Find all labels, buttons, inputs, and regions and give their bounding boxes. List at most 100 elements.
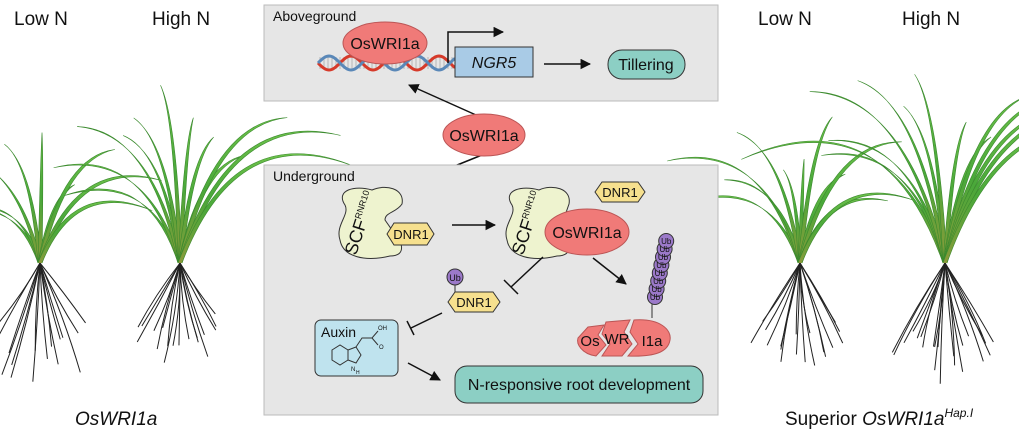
root: [762, 262, 801, 322]
tillering-label: Tillering: [618, 57, 673, 74]
right-caption-gene: OsWRI1a: [862, 409, 944, 430]
rice-plant: [0, 132, 162, 382]
ub-circles: [647, 233, 675, 305]
left-low-n-label: Low N: [14, 9, 68, 30]
rice-plant: [667, 116, 915, 366]
root: [799, 262, 816, 366]
dnr1-bound: DNR1: [386, 222, 435, 246]
root: [39, 262, 64, 338]
root: [903, 262, 946, 344]
root: [750, 262, 801, 344]
ub-on-dnr1: [446, 268, 464, 286]
root: [765, 262, 801, 331]
fragment-1-label: Os: [580, 333, 599, 350]
root: [939, 262, 946, 384]
dnr1-bound-label: DNR1: [393, 227, 428, 242]
root: [944, 262, 970, 337]
inhibit-dnr1-line: [510, 256, 544, 288]
underground-title: Underground: [273, 168, 355, 184]
root: [944, 262, 964, 346]
arrow-to-degradation: [592, 257, 627, 285]
ub-label: Ub: [659, 245, 670, 254]
dnr1-released: DNR1: [594, 181, 646, 203]
arrow-to-root-development: [407, 362, 441, 381]
right-low-n-label: Low N: [758, 9, 812, 30]
leaf: [160, 85, 183, 264]
inhibit-dnr1-bar: [503, 279, 519, 295]
root: [795, 262, 801, 335]
tillering-box: [607, 49, 686, 80]
leaf: [857, 80, 948, 264]
left-high-n-label: High N: [152, 9, 210, 30]
leaf: [821, 153, 948, 264]
leaf: [942, 99, 1019, 264]
root: [179, 262, 216, 315]
dnr1-ubiquitinated-label: DNR1: [456, 295, 491, 310]
oswri1a-complex: [544, 208, 630, 256]
ngr5-label: NGR5: [472, 55, 517, 72]
root: [799, 262, 834, 348]
leaf: [123, 135, 183, 264]
ub-label: Ub: [651, 285, 662, 294]
root: [32, 262, 41, 382]
oswri1a-center: [442, 113, 526, 157]
leaf: [77, 126, 183, 264]
auxin-label: Auxin: [321, 324, 356, 340]
root: [156, 262, 181, 350]
root: [0, 262, 41, 335]
root: [179, 262, 205, 336]
inhibit-auxin-line: [410, 312, 443, 329]
root: [8, 262, 41, 354]
root: [167, 262, 181, 347]
root: [39, 262, 79, 334]
leaf: [0, 177, 43, 264]
leaf: [942, 146, 1019, 264]
leaf: [736, 132, 803, 264]
root: [39, 262, 86, 324]
arrow-to-aboveground: [408, 84, 477, 116]
leaf: [133, 117, 183, 264]
ngr5-gene-box: [454, 46, 534, 78]
inhibit-auxin-bar: [406, 320, 415, 336]
leaf: [797, 141, 902, 264]
leaf: [37, 132, 44, 264]
leaf: [177, 117, 288, 264]
oswri1a-complex-label: OsWRI1a: [552, 225, 621, 242]
root: [179, 262, 198, 339]
indole-structure-icon: [331, 330, 379, 366]
degraded-oswri1a: Os WR I1a: [577, 319, 671, 357]
root: [799, 262, 836, 323]
leaf: [177, 130, 341, 264]
dnr1-ubiquitinated: DNR1: [447, 291, 501, 313]
fragment-3-label: I1a: [642, 333, 664, 350]
root: [780, 262, 801, 362]
leaf: [37, 200, 153, 264]
oswri1a-center-label: OsWRI1a: [449, 128, 518, 145]
leaf: [37, 149, 115, 264]
root: [39, 262, 59, 365]
root: [137, 262, 181, 328]
dna-strand-blue: [316, 54, 456, 72]
right-caption-sup: Hap.I: [944, 406, 973, 420]
oswri1a-bound-label: OsWRI1a: [350, 36, 419, 53]
leaf: [64, 188, 183, 264]
root: [136, 262, 181, 343]
root: [39, 262, 48, 359]
leaf: [797, 192, 915, 264]
fragment-2-label: WR: [605, 331, 630, 348]
leaf: [4, 143, 43, 264]
auxin-oh: OH: [378, 326, 387, 332]
auxin-h: H: [356, 370, 360, 376]
leaf: [53, 163, 183, 264]
root: [891, 262, 946, 353]
ub-label: Ub: [656, 261, 667, 270]
plants: [0, 74, 1019, 384]
root: [944, 262, 991, 356]
ub-on-dnr1-label: Ub: [449, 273, 461, 283]
oswri1a-bound: [342, 21, 428, 65]
ub-label: Ub: [650, 293, 661, 302]
dnr1-released-label: DNR1: [602, 185, 637, 200]
leaf: [177, 117, 194, 264]
auxin-o: O: [379, 345, 384, 351]
